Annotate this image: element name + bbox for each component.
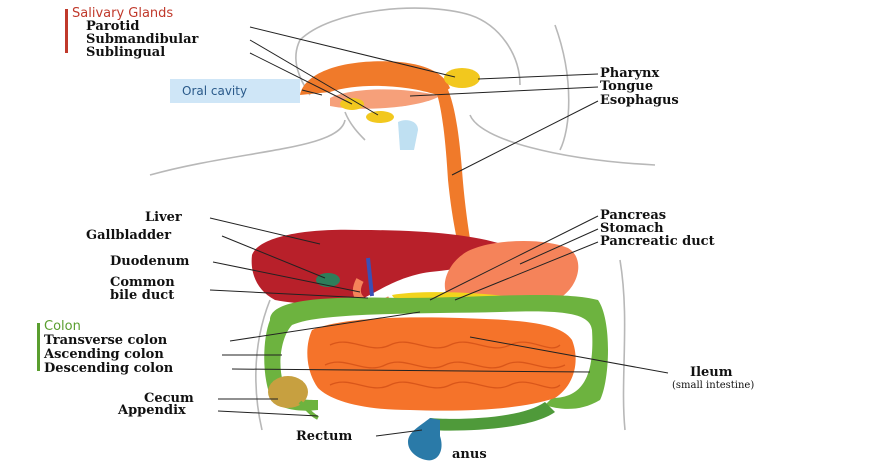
- gallbladder-shape: [316, 273, 340, 287]
- liver-shape: [251, 229, 505, 304]
- label-gallbladder: Gallbladder: [86, 228, 172, 243]
- label-pancreas: Pancreas: [600, 208, 667, 223]
- label-liver: Liver: [145, 210, 182, 225]
- descending-colon-shape: [428, 402, 555, 431]
- label-ileum: Ileum: [690, 365, 733, 380]
- label-duodenum: Duodenum: [110, 254, 190, 269]
- label-parotid: Parotid: [86, 19, 140, 34]
- windpipe-shape: [398, 120, 418, 150]
- label-esophagus: Esophagus: [600, 93, 679, 108]
- label-common-bile-duct-2: bile duct: [110, 288, 175, 303]
- label-pancreatic-duct: Pancreatic duct: [600, 234, 715, 249]
- oral-cavity-shape: [300, 61, 450, 96]
- submandibular-gland: [366, 111, 394, 123]
- label-ascending-colon: Ascending colon: [44, 347, 164, 362]
- stomach-shape: [444, 240, 579, 306]
- small-intestine-shape: [307, 317, 576, 411]
- label-anus: anus: [452, 447, 487, 462]
- oral-cavity-label-box: [170, 79, 300, 103]
- esophagus-shape: [430, 76, 474, 262]
- label-submandibular: Submandibular: [86, 32, 199, 47]
- label-transverse-colon: Transverse colon: [44, 333, 168, 348]
- label-pharynx: Pharynx: [600, 66, 660, 81]
- label-common-bile-duct-1: Common: [110, 275, 175, 290]
- label-appendix: Appendix: [118, 403, 186, 418]
- label-stomach: Stomach: [600, 221, 664, 236]
- label-rectum: Rectum: [296, 429, 353, 444]
- label-tongue: Tongue: [600, 79, 654, 94]
- leader-lines: [209, 26, 669, 437]
- label-cecum: Cecum: [144, 391, 194, 406]
- oral-cavity-label: Oral cavity: [182, 84, 248, 98]
- label-sublingual: Sublingual: [86, 45, 166, 60]
- salivary-glands-heading: Salivary Glands: [72, 6, 174, 21]
- colon-heading: Colon: [44, 319, 81, 334]
- colon-accent-bar: [37, 323, 40, 371]
- cecum-shape: [268, 376, 308, 408]
- salivary-accent-bar: [65, 9, 68, 53]
- body-outline: [149, 7, 656, 431]
- bile-duct-shape: [366, 257, 374, 297]
- label-descending-colon: Descending colon: [44, 361, 174, 376]
- rectum-shape: [408, 418, 442, 461]
- parotid-gland: [444, 68, 480, 88]
- intestine-folds: [324, 341, 566, 389]
- label-ileum-note: (small intestine): [672, 380, 755, 391]
- appendix-shape: [298, 400, 319, 420]
